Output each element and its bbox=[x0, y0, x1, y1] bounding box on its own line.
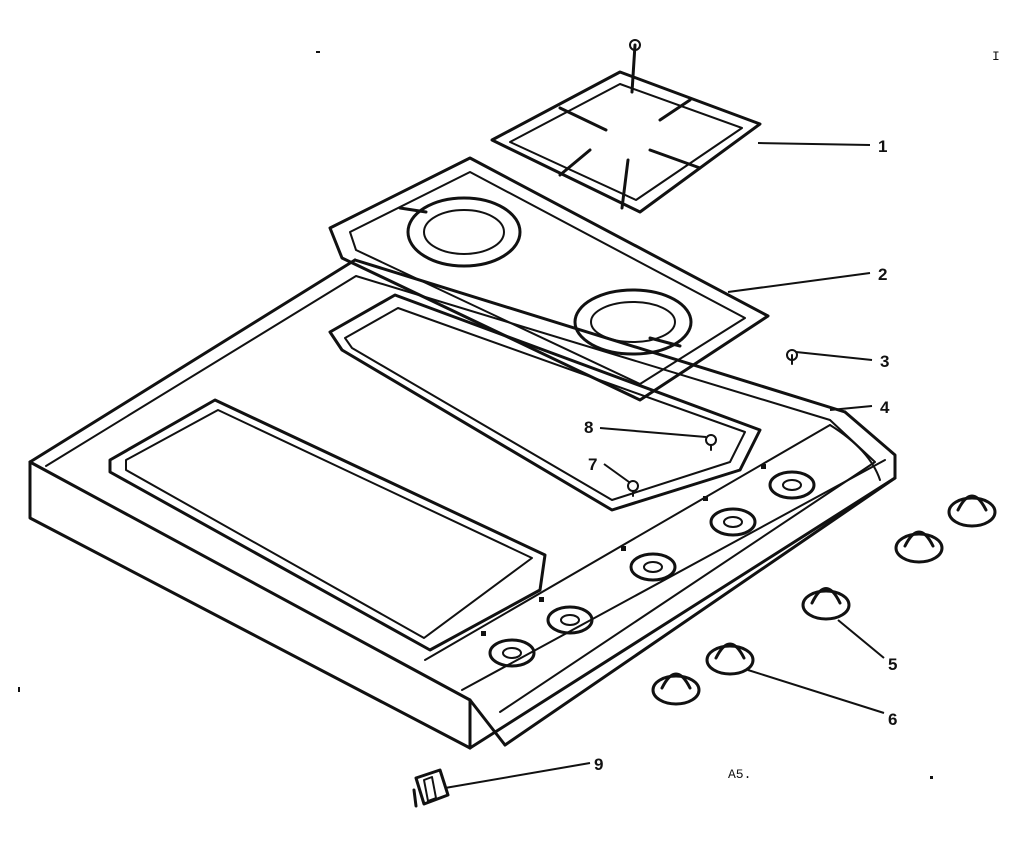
clip bbox=[412, 768, 450, 808]
fastener-part-7 bbox=[627, 480, 639, 497]
callout-label-3: 3 bbox=[880, 352, 889, 371]
callout-label-1: 1 bbox=[878, 137, 887, 156]
callout-label-6: 6 bbox=[888, 710, 897, 729]
leader-lines bbox=[444, 142, 885, 789]
screw bbox=[786, 349, 798, 365]
stray-mark: I bbox=[992, 49, 1000, 64]
knob bbox=[801, 587, 851, 621]
cooktop-body bbox=[28, 258, 897, 750]
knob bbox=[651, 672, 701, 706]
callout-label-8: 8 bbox=[584, 418, 593, 437]
callout-label-4: 4 bbox=[880, 398, 890, 417]
panel-openings bbox=[481, 464, 816, 668]
burner-pan bbox=[328, 156, 770, 402]
fastener-part-8 bbox=[705, 434, 717, 451]
callout-label-7: 7 bbox=[588, 455, 597, 474]
burner-grate bbox=[490, 39, 762, 214]
scan-specks bbox=[18, 51, 933, 779]
figure-code: A5. bbox=[728, 767, 751, 782]
callout-label-9: 9 bbox=[594, 755, 603, 774]
callout-label-2: 2 bbox=[878, 265, 887, 284]
callout-label-5: 5 bbox=[888, 655, 897, 674]
knob bbox=[894, 530, 944, 564]
knob bbox=[947, 494, 997, 528]
knob bbox=[705, 642, 755, 676]
